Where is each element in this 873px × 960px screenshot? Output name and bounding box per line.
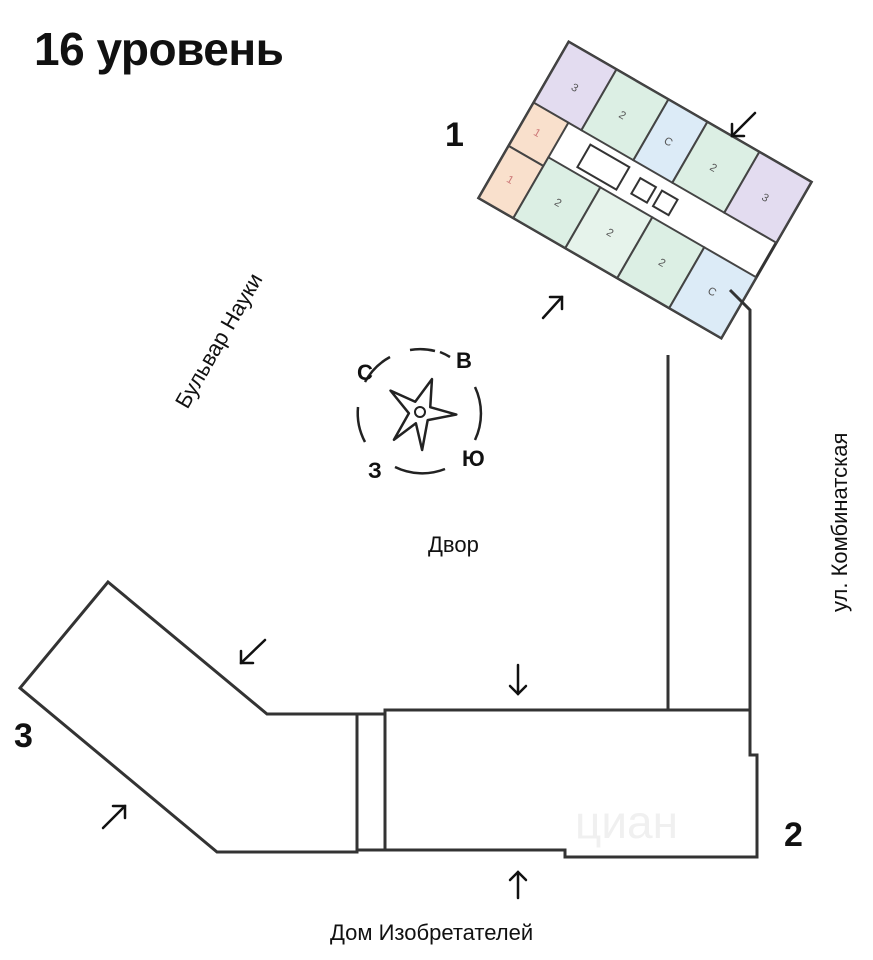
svg-text:1: 1 [531,127,542,140]
entrance-arrow-icon [541,295,564,320]
building-1-number: 1 [445,116,464,154]
svg-text:3: 3 [759,191,770,204]
svg-text:2: 2 [604,226,615,239]
elevator [651,189,679,217]
entrance-arrow-icon [730,111,757,138]
apartment-studio[interactable] [667,245,758,340]
compass-north: С [357,360,373,385]
svg-text:1: 1 [504,173,515,186]
svg-text:2: 2 [707,161,718,174]
svg-text:2: 2 [552,196,563,209]
stair-core [576,143,631,191]
svg-text:2: 2 [656,256,667,269]
building-outlines [17,288,759,859]
building-3-number: 3 [14,717,33,755]
entrance-arrow-icon [239,638,267,665]
building-3-outline [17,579,359,854]
street-label-house: Дом Изобретателей [330,920,534,945]
apartment-3[interactable] [722,150,813,245]
compass-south: Ю [462,446,485,471]
entrance-arrow-icon [508,663,528,696]
page-title: 16 уровень [34,23,284,75]
compass-west: З [368,458,382,483]
svg-text:2: 2 [617,109,628,122]
compass-rose-icon [356,347,483,475]
elevator [629,176,658,205]
svg-text:3: 3 [569,81,580,94]
entrance-arrow-icon [101,804,127,830]
building-2-outline [383,708,759,859]
watermark: циан [575,796,678,848]
yard-label: Двор [428,532,479,557]
street-label-kombinatskaya: ул. Комбинатская [827,432,852,612]
building-2-number: 2 [784,816,803,854]
entrance-arrow-icon [508,870,528,900]
compass-east: В [456,348,472,373]
